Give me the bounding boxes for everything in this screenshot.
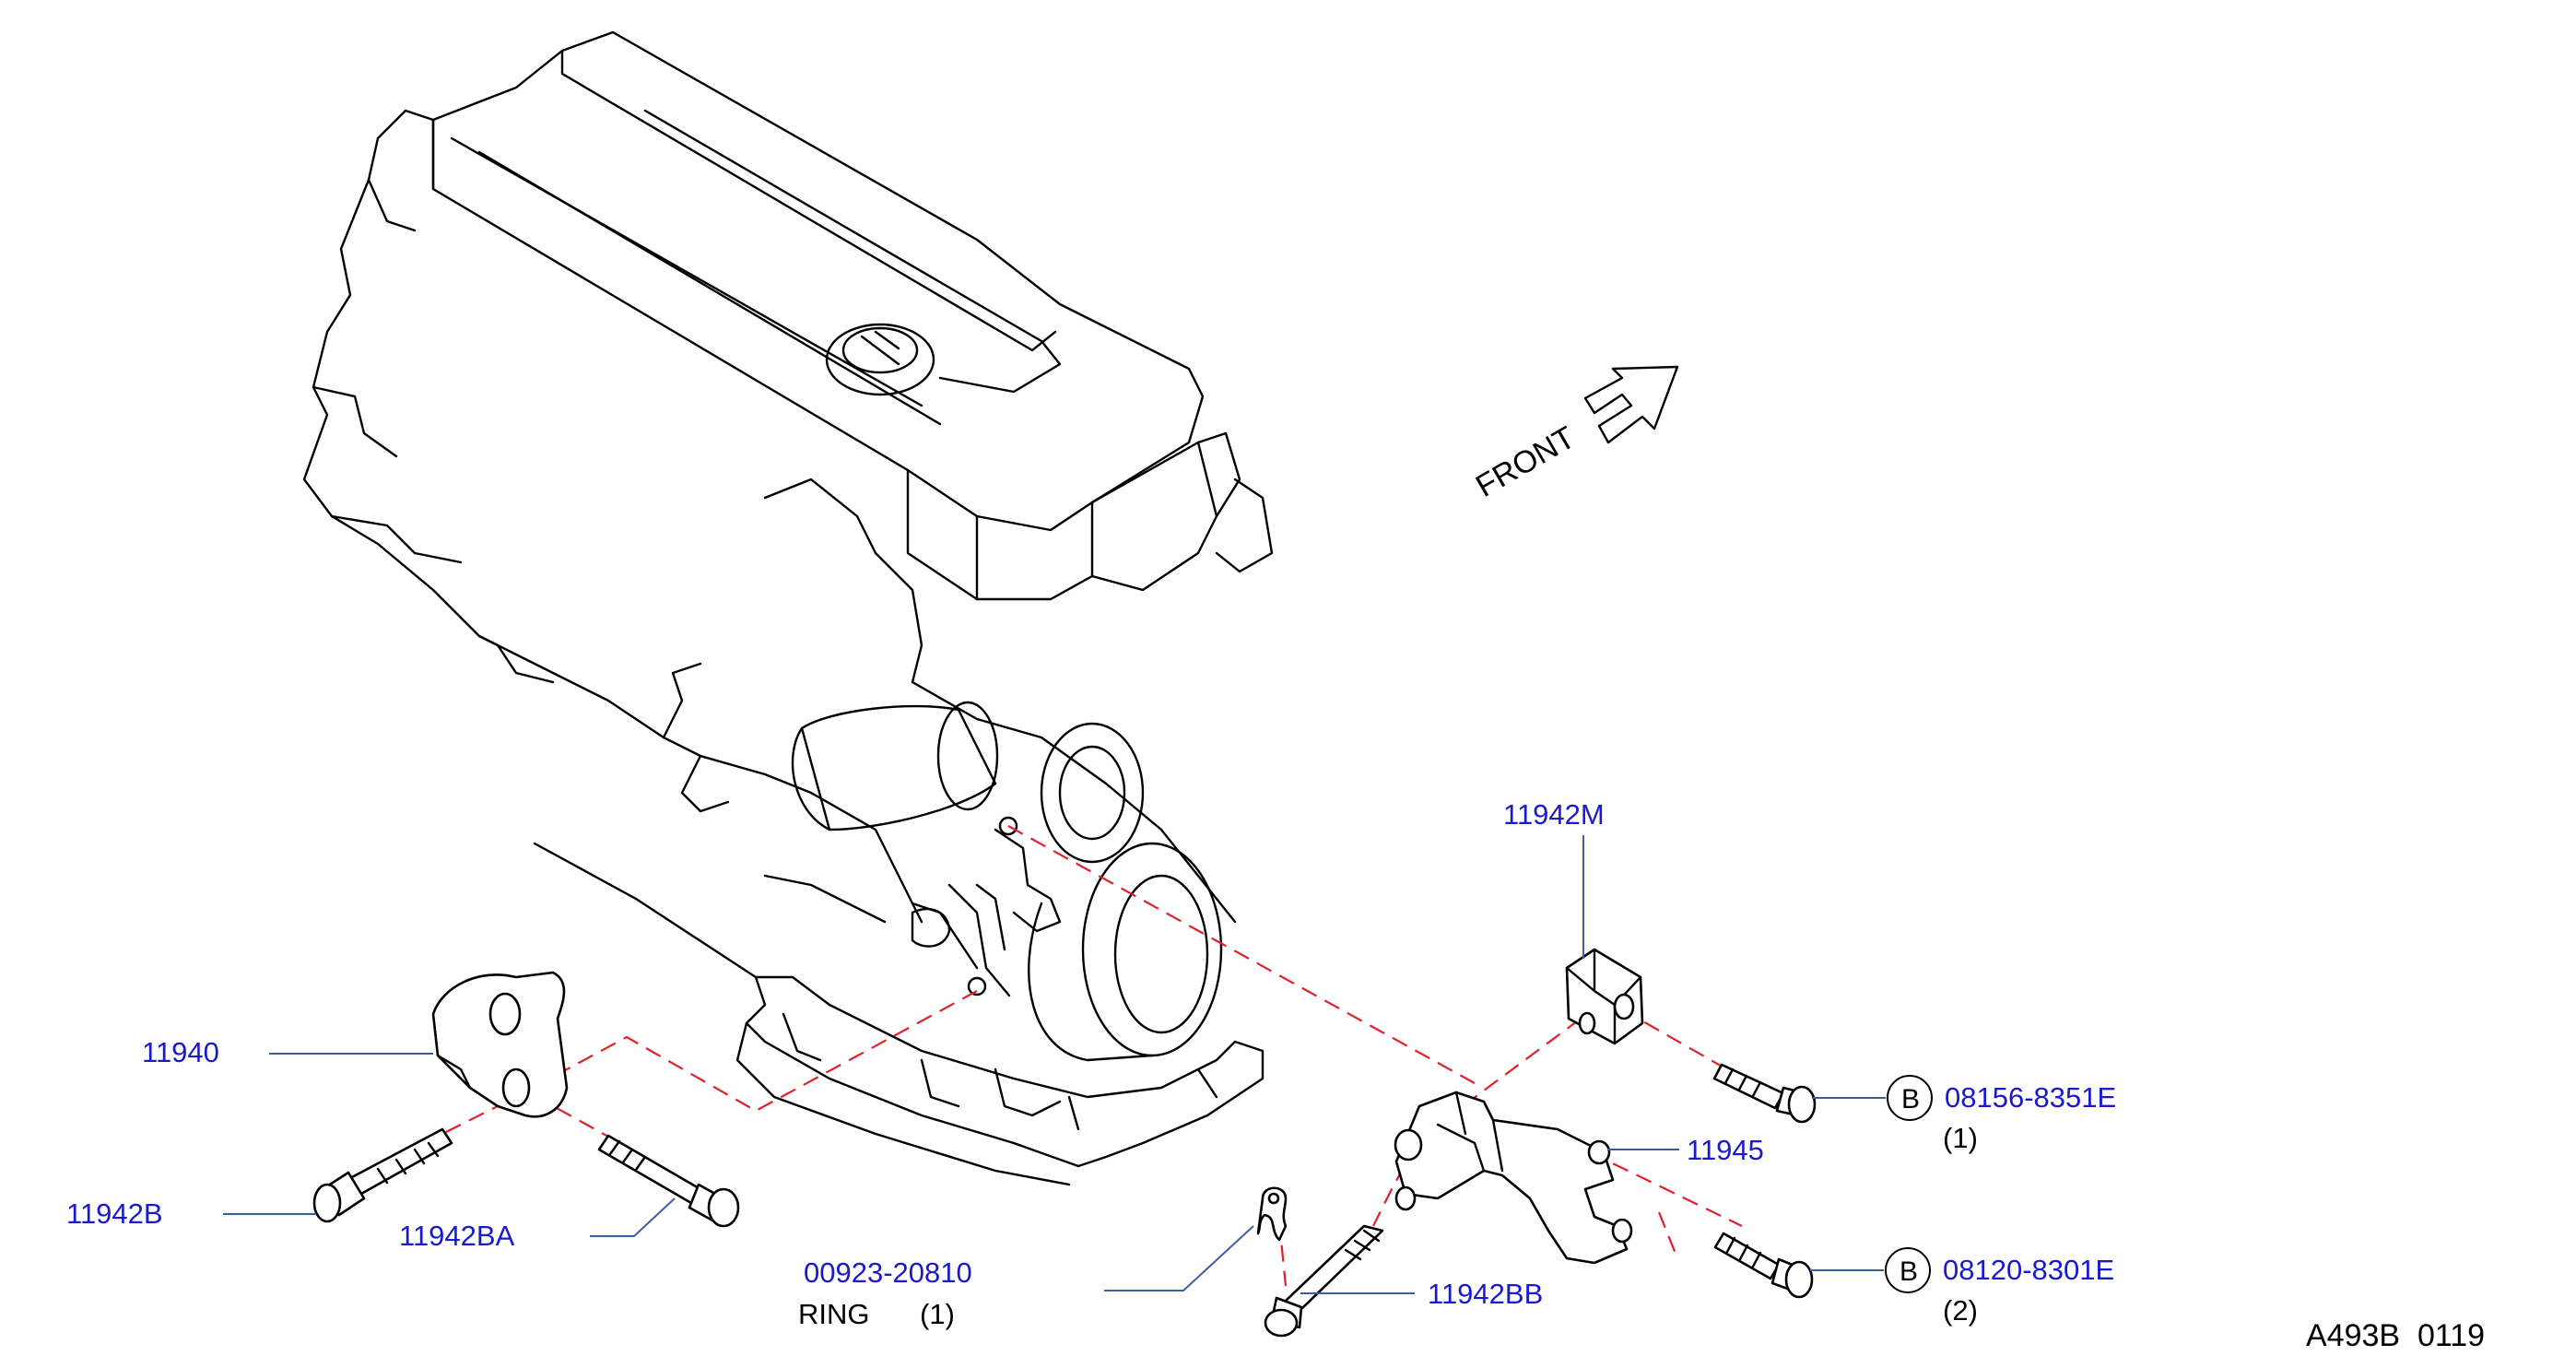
callout-11942b-part-number[interactable]: 11942B xyxy=(66,1197,163,1230)
reference-code: A493B 0119 xyxy=(2306,1318,2485,1353)
bolt-11942ba xyxy=(597,1134,740,1228)
bolt-11942b xyxy=(312,1127,453,1223)
callout-marker-circle xyxy=(1885,1247,1931,1293)
bracket-11945 xyxy=(1394,1091,1633,1265)
bolt-08156-8351e xyxy=(1712,1063,1817,1124)
callout-00923-quantity: (1) xyxy=(920,1298,955,1330)
callout-08156-part-number[interactable]: 08156-8351E xyxy=(1945,1081,2116,1114)
callout-11945-part-number[interactable]: 11945 xyxy=(1687,1134,1764,1166)
callout-08120-quantity: (2) xyxy=(1943,1294,1978,1327)
callout-11942bb-part-number[interactable]: 11942BB xyxy=(1428,1278,1543,1310)
callout-00923-part-number[interactable]: 00923-20810 xyxy=(804,1256,972,1289)
callout-08156-marker: B xyxy=(1901,1084,1920,1114)
bolt-11942bb xyxy=(1264,1224,1384,1338)
callout-08120-part-number[interactable]: 08120-8301E xyxy=(1943,1254,2114,1286)
callout-11940-part-number[interactable]: 11940 xyxy=(142,1036,219,1068)
callout-11942ba-part-number[interactable]: 11942BA xyxy=(399,1220,515,1252)
front-arrow-icon xyxy=(1583,365,1679,444)
front-label: FRONT xyxy=(1470,419,1581,503)
bracket-11940 xyxy=(431,971,569,1118)
front-direction-indicator: FRONT xyxy=(1470,365,1679,504)
callout-marker-circle xyxy=(1887,1075,1933,1121)
ring-00923-20810 xyxy=(1256,1186,1288,1242)
engine-block-illustration xyxy=(302,30,1274,1186)
leader-lines xyxy=(223,835,1933,1294)
callout-11942m-part-number[interactable]: 11942M xyxy=(1503,798,1605,831)
callout-08156-quantity: (1) xyxy=(1943,1122,1978,1154)
mount-11942m xyxy=(1565,948,1644,1045)
callout-00923-description: RING xyxy=(798,1298,870,1330)
bolt-08120-8301e xyxy=(1713,1232,1814,1299)
callout-08120-marker: B xyxy=(1900,1256,1918,1287)
callout-labels: 11940 11942B 11942BA 00923-20810 RING (1… xyxy=(66,798,2485,1353)
